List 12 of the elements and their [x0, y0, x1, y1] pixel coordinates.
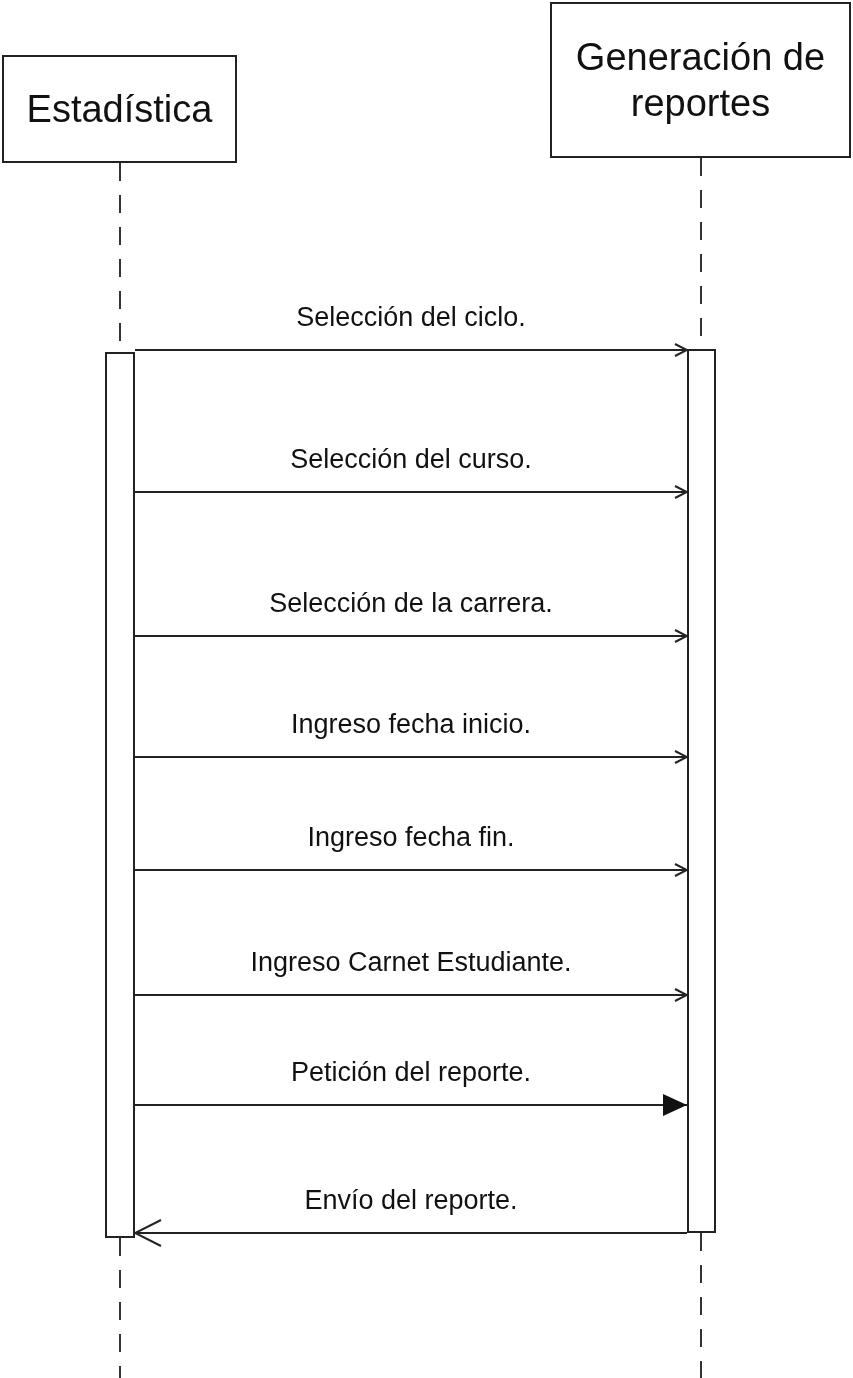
message-arrow — [134, 988, 688, 1002]
message-arrow — [134, 485, 688, 499]
message-arrow — [134, 1094, 688, 1116]
activation-bar — [687, 349, 716, 1233]
message-arrow — [134, 863, 688, 877]
message-arrow — [134, 343, 688, 357]
message-arrow — [134, 1219, 688, 1247]
lifeline-header: Generación de reportes — [550, 2, 851, 158]
lifeline-header: Estadística — [2, 55, 237, 163]
message-arrow — [134, 629, 688, 643]
message-arrow — [134, 750, 688, 764]
activation-bar — [105, 352, 135, 1238]
